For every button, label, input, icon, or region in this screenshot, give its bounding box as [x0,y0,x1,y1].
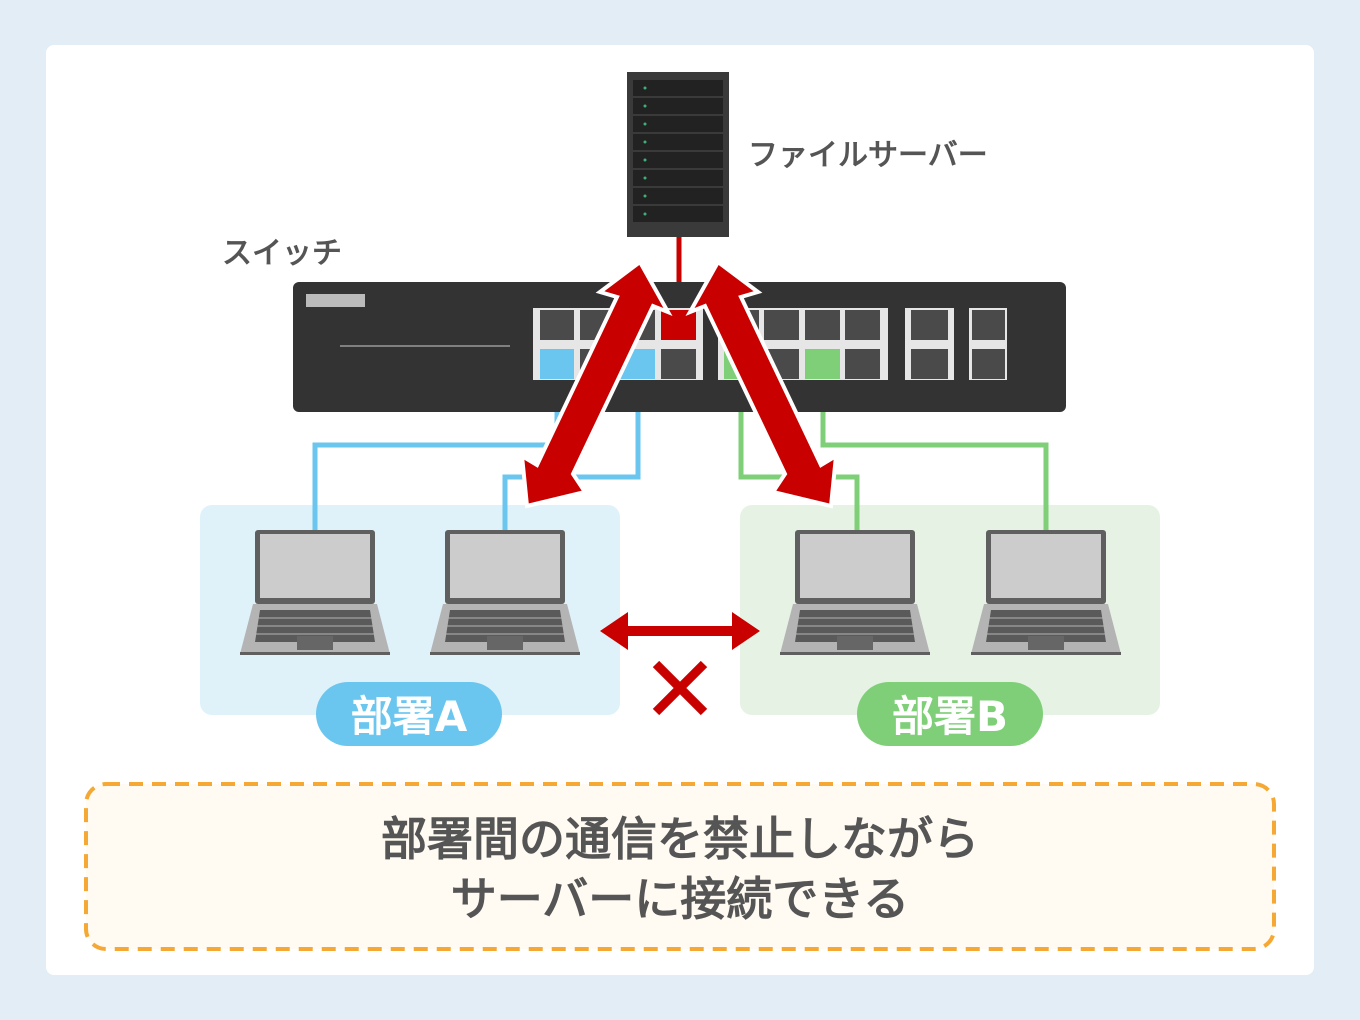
server-label: ファイルサーバー [748,138,988,173]
laptop-a2 [429,529,581,656]
dept-a-badge [316,682,502,746]
caption-line-1: 部署間の通信を禁止しながら [381,812,979,866]
allowed-arrow-a-icon [519,259,673,509]
cable-b2 [820,380,1049,532]
dept-b-port-2 [805,349,840,379]
caption-line-2: サーバーに接続できる [451,872,910,926]
file-server [627,72,729,237]
blocked-arrow-icon [600,612,760,650]
network-switch [293,282,1066,412]
dept-a-port-1 [540,349,574,379]
laptop-b1 [779,529,931,656]
laptop-b2 [970,529,1122,656]
cable-a1 [312,380,560,532]
dept-b-badge [857,682,1043,746]
caption-box [84,782,1276,951]
laptop-a1 [239,529,391,656]
switch-label: スイッチ [222,236,342,271]
dept-a-label: 部署A [351,692,468,741]
dept-b-label: 部署B [892,692,1008,741]
allowed-arrow-b-icon [685,259,839,509]
server-port [661,310,696,340]
prohibited-x-icon [652,660,708,716]
